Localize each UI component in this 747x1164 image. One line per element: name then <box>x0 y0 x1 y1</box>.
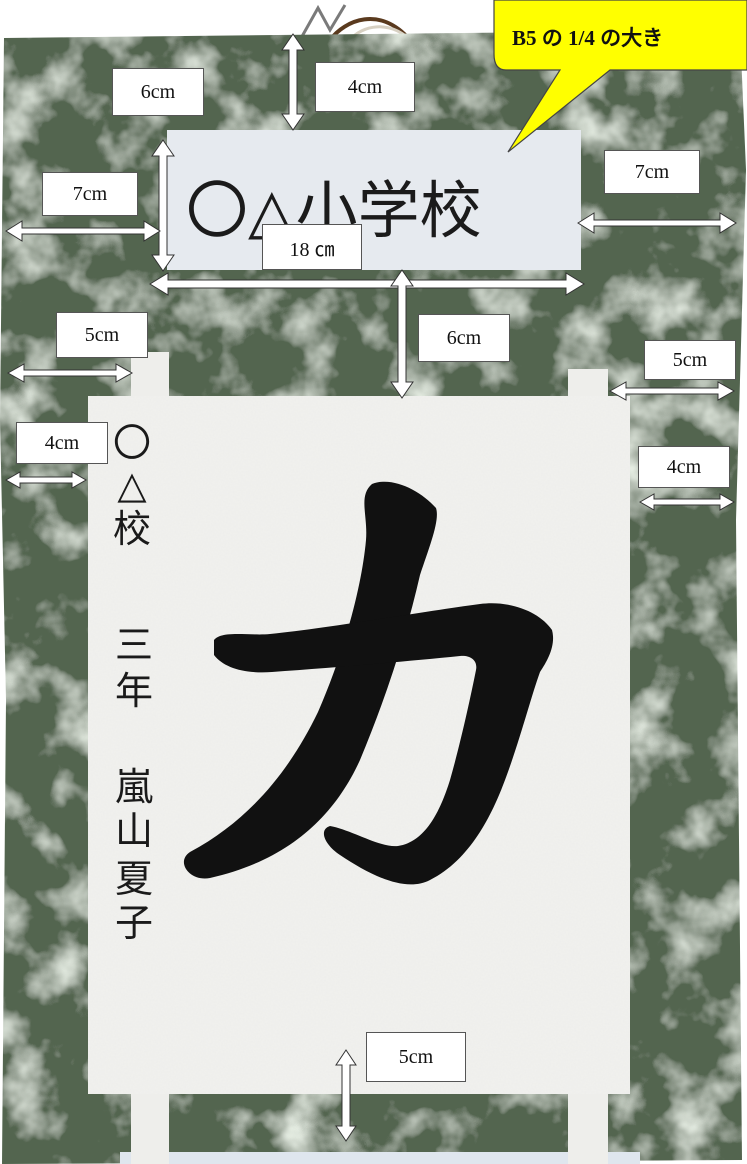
label-title-height: 6cm <box>112 68 204 116</box>
label-title-to-paper-gap: 6cm <box>418 314 510 362</box>
calligraphy-character-text: 力 <box>186 470 566 850</box>
signature-grade: 三 年 <box>104 626 164 710</box>
signature-grade-char-1: 三 <box>114 623 153 667</box>
signature-name-char-1: 嵐 <box>114 765 153 809</box>
measurement-arrows <box>4 33 737 1142</box>
signature-name: 嵐 山 夏 子 <box>104 768 164 942</box>
signature-grade-char-2: 年 <box>114 669 153 713</box>
signature-name-char-2: 山 <box>114 809 153 853</box>
signature-name-char-4: 子 <box>114 901 153 945</box>
label-title-right-margin: 7cm <box>604 150 700 194</box>
bottom-strip <box>120 1152 640 1164</box>
label-strip-right-margin: 5cm <box>644 340 736 380</box>
label-paper-right-margin: 4cm <box>638 446 730 488</box>
label-title-width: 18 ㎝ <box>262 224 362 270</box>
label-title-left-margin: 7cm <box>42 172 138 216</box>
label-top-gap: 4cm <box>315 62 415 112</box>
title-card-paper <box>167 130 581 270</box>
signature-school-char-1: 〇 <box>112 421 151 465</box>
signature-school-char-3: 校 <box>112 507 151 551</box>
signature-school: 〇 △ 校 <box>102 424 162 548</box>
brush-character <box>183 481 554 885</box>
label-bottom-gap: 5cm <box>366 1032 466 1082</box>
signature-school-char-2: △ <box>117 463 147 507</box>
label-paper-left-margin: 4cm <box>16 422 108 464</box>
callout-label: B5 の 1/4 の大き <box>512 26 664 50</box>
callout-bubble <box>493 0 747 153</box>
label-strip-left-margin: 5cm <box>56 312 148 358</box>
signature-name-char-3: 夏 <box>114 857 153 901</box>
